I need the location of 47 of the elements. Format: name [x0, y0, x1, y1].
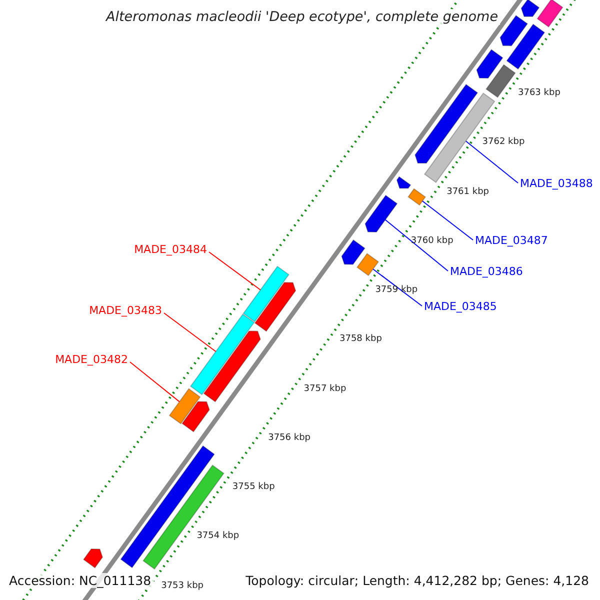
gene-bar: [536, 0, 564, 28]
scale-label: 3763 kbp: [518, 88, 560, 98]
gene-label: MADE_03486: [450, 265, 523, 278]
gene-bar: [476, 48, 504, 79]
scale-label: 3760 kbp: [410, 236, 454, 246]
gene-bar: [182, 401, 210, 432]
leader-line: [384, 219, 448, 272]
gene-bar: [506, 24, 546, 70]
gene-bar: [242, 266, 290, 322]
scale-label: 3753 kbp: [161, 580, 204, 591]
leader-line: [465, 140, 518, 184]
gene-bar: [396, 176, 412, 189]
gene-bar: [341, 239, 366, 265]
leader-line: [372, 268, 422, 306]
gene-label: MADE_03488: [520, 177, 593, 190]
gene-bar: [254, 282, 296, 332]
scale-label: 3754 kbp: [196, 531, 240, 542]
scale-label: 3758 kbp: [340, 334, 382, 344]
gene-label: MADE_03487: [475, 234, 548, 247]
scale-label: 3756 kbp: [268, 432, 310, 443]
gene-bar: [520, 0, 540, 17]
gene-label: MADE_03484: [134, 243, 207, 256]
gene-bar: [500, 14, 528, 46]
leader-line: [208, 252, 261, 290]
scale-label: 3761 kbp: [446, 186, 489, 197]
gene-bar: [364, 194, 398, 232]
scale-label: 3757 kbp: [304, 384, 346, 394]
leader-line: [164, 312, 216, 352]
gene-label: MADE_03482: [55, 353, 128, 366]
gene-label: MADE_03483: [89, 304, 162, 317]
gene-bar: [486, 64, 516, 98]
gene-bar: [168, 388, 201, 424]
scale-label: 3755 kbp: [232, 482, 275, 492]
gene-bar: [203, 330, 261, 402]
gene-bar: [408, 188, 426, 206]
map-title: Alteromonas macleodii 'Deep ecotype', complete genome: [104, 9, 500, 25]
gene-bar: [414, 84, 478, 164]
scale-label: 3759 kbp: [375, 285, 418, 296]
leader-line: [422, 200, 474, 240]
gene-bar: [190, 314, 255, 396]
scale-label: 3762 kbp: [482, 137, 525, 148]
leader-line: [130, 362, 180, 402]
gene-bar: [142, 464, 224, 570]
gene-bar: [82, 548, 104, 568]
accession-text: Accession: NC_011138: [6, 573, 154, 588]
gene-label: MADE_03485: [424, 300, 497, 313]
gene-bar: [356, 252, 380, 276]
